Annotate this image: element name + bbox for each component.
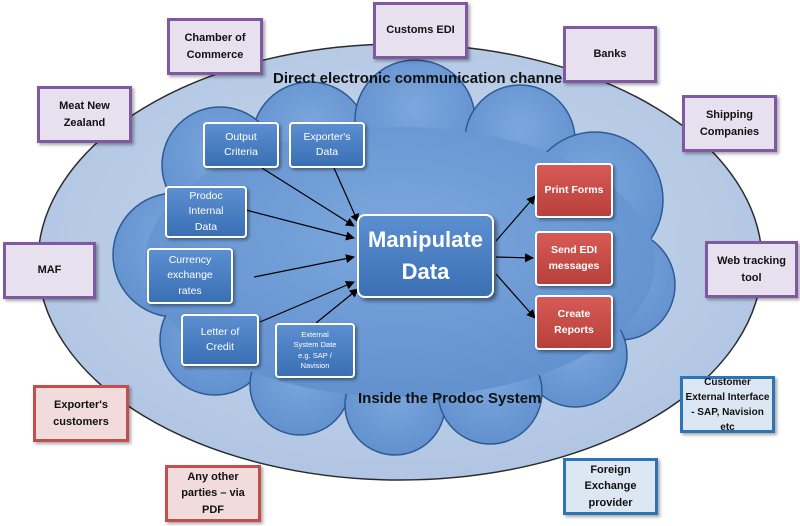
ext-customer-external-interface: Customer External Interface - SAP, Navis… xyxy=(680,376,775,433)
arrow-external-system xyxy=(315,288,359,324)
ext-customs-edi: Customs EDI xyxy=(373,2,468,59)
ext-any-other-parties: Any other parties – via PDF xyxy=(165,465,261,522)
manipulate-data-box: Manipulate Data xyxy=(357,214,494,298)
arrow-prodoc-internal xyxy=(245,209,355,241)
input-currency-exchange-rates: Currency exchange rates xyxy=(147,248,233,304)
arrow-currency xyxy=(253,254,355,278)
ext-shipping: Shipping Companies xyxy=(682,95,777,152)
input-prodoc-internal-data: Prodoc Internal Data xyxy=(165,186,247,238)
arrow-output-criteria xyxy=(261,167,355,227)
ext-banks: Banks xyxy=(563,26,657,83)
arrow-exporters-data xyxy=(333,167,359,223)
input-output-criteria: Output Criteria xyxy=(203,122,279,168)
ext-exporters-customers: Exporter's customers xyxy=(33,385,129,442)
output-send-edi-messages: Send EDI messages xyxy=(535,231,613,286)
channels-title: Direct electronic communication channels xyxy=(273,70,575,87)
arrows xyxy=(245,167,536,324)
input-exporters-data: Exporter's Data xyxy=(289,122,365,168)
arrow-create-reports xyxy=(495,273,536,319)
inside-title: Inside the Prodoc System xyxy=(358,390,542,407)
ext-meat-nz: Meat New Zealand xyxy=(37,86,132,143)
arrow-print-forms xyxy=(495,195,536,242)
ext-web-tracking: Web tracking tool xyxy=(705,241,798,298)
arrow-send-edi xyxy=(495,253,534,263)
ext-chamber-of-commerce: Chamber of Commerce xyxy=(167,18,263,75)
output-create-reports: Create Reports xyxy=(535,295,613,350)
ext-foreign-exchange: Foreign Exchange provider xyxy=(563,458,658,515)
ext-maf: MAF xyxy=(3,242,96,299)
input-external-system-data: External System Date e.g. SAP / Navision xyxy=(275,323,355,378)
output-print-forms: Print Forms xyxy=(535,163,613,218)
arrow-letter-credit xyxy=(259,280,355,323)
input-letter-of-credit: Letter of Credit xyxy=(181,314,259,366)
